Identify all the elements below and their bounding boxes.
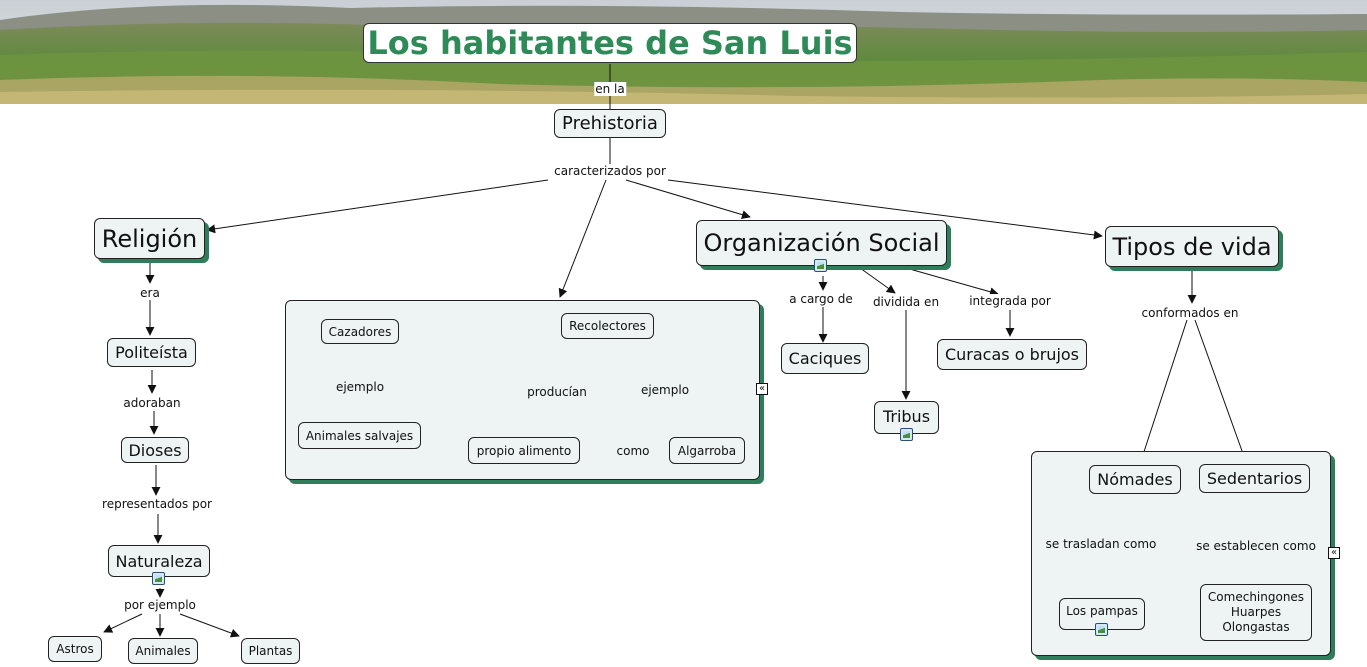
link-era: era <box>139 286 161 300</box>
node-organizacion-social[interactable]: Organización Social <box>696 220 947 266</box>
node-animales-salvajes[interactable]: Animales salvajes <box>298 422 421 449</box>
link-a-cargo-de: a cargo de <box>788 292 854 306</box>
link-caracterizados-por: caracterizados por <box>553 164 667 178</box>
link-ejemplo-recolectores: ejemplo <box>639 383 691 397</box>
link-se-trasladan-como: se trasladan como <box>1044 537 1158 551</box>
map-title: Los habitantes de San Luis <box>363 23 857 63</box>
link-como: como <box>615 444 651 458</box>
collapse-icon[interactable]: « <box>1328 547 1340 559</box>
link-en-la: en la <box>594 82 626 96</box>
node-religion[interactable]: Religión <box>94 218 205 259</box>
node-astros[interactable]: Astros <box>48 636 102 662</box>
link-ejemplo-cazadores: ejemplo <box>334 380 386 394</box>
node-curacas-o-brujos[interactable]: Curacas o brujos <box>937 339 1087 370</box>
node-sedentarios[interactable]: Sedentarios <box>1199 464 1310 493</box>
node-cazadores[interactable]: Cazadores <box>321 319 399 344</box>
node-comechingones-huarpes-olongastas[interactable]: Comechingones Huarpes Olongastas <box>1200 584 1312 641</box>
node-plantas[interactable]: Plantas <box>241 638 300 664</box>
node-caciques[interactable]: Caciques <box>781 343 869 374</box>
link-se-establecen-como: se establecen como <box>1195 539 1317 553</box>
node-politeista[interactable]: Politeísta <box>107 338 196 367</box>
node-naturaleza[interactable]: Naturaleza <box>108 545 210 577</box>
node-algarroba[interactable]: Algarroba <box>669 437 745 464</box>
node-recolectores[interactable]: Recolectores <box>561 313 654 339</box>
image-icon[interactable] <box>900 428 913 441</box>
node-animales[interactable]: Animales <box>128 638 198 664</box>
node-tipos-de-vida[interactable]: Tipos de vida <box>1105 226 1279 267</box>
image-icon[interactable] <box>152 572 165 585</box>
link-conformados-en: conformados en <box>1140 306 1240 320</box>
link-representados-por: representados por <box>101 497 213 511</box>
link-adoraban: adoraban <box>122 396 182 410</box>
node-prehistoria[interactable]: Prehistoria <box>554 109 666 138</box>
node-propio-alimento[interactable]: propio alimento <box>468 437 580 464</box>
link-producian: producían <box>526 385 588 399</box>
node-nomades[interactable]: Nómades <box>1089 465 1181 494</box>
link-por-ejemplo: por ejemplo <box>123 598 197 612</box>
node-dioses[interactable]: Dioses <box>121 437 189 463</box>
image-icon[interactable] <box>814 259 827 272</box>
collapse-icon[interactable]: « <box>756 383 768 395</box>
link-integrada-por: integrada por <box>968 294 1052 308</box>
link-dividida-en: dividida en <box>871 295 941 309</box>
image-icon[interactable] <box>1095 623 1108 636</box>
